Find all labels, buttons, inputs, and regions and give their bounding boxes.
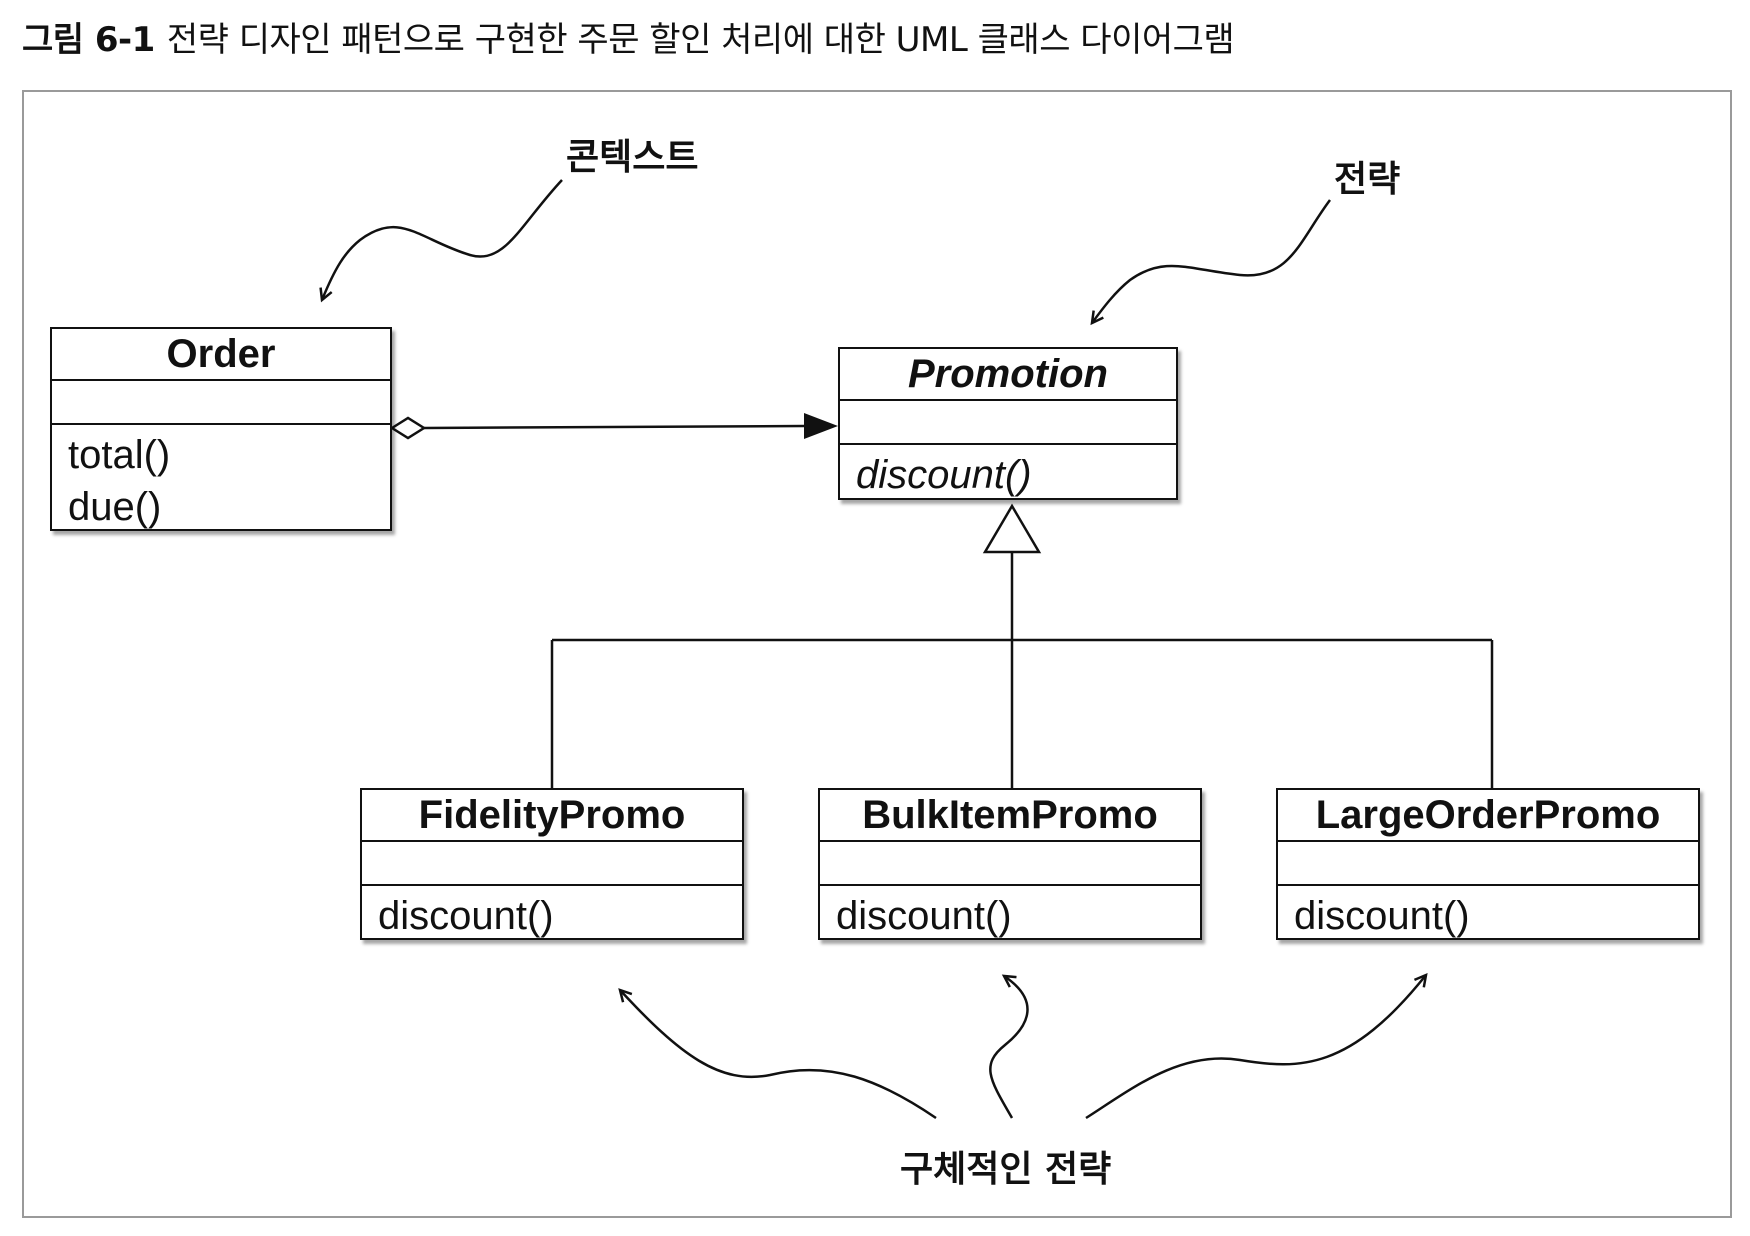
class-name: Promotion — [840, 349, 1176, 401]
class-fidelity-promo: FidelityPromo discount() — [360, 788, 744, 940]
class-operations: total() due() — [52, 425, 390, 537]
class-name: Order — [52, 329, 390, 381]
class-name: LargeOrderPromo — [1278, 790, 1698, 842]
class-order: Order total() due() — [50, 327, 392, 531]
context-pointer-curve — [319, 179, 563, 303]
class-operations: discount() — [362, 886, 742, 946]
concrete-pointer-large — [1085, 972, 1428, 1120]
context-annotation: 콘텍스트 — [566, 137, 699, 178]
generalization-triangle — [982, 503, 1042, 554]
strategy-annotation: 전략 — [1334, 159, 1401, 200]
class-promotion: Promotion discount() — [838, 347, 1178, 500]
association-line — [423, 424, 805, 430]
class-name: FidelityPromo — [362, 790, 742, 842]
concrete-pointer-fidelity — [618, 988, 937, 1120]
class-operations: discount() — [1278, 886, 1698, 946]
figure-title: 전략 디자인 패턴으로 구현한 주문 할인 처리에 대한 UML 클래스 다이어… — [166, 20, 1235, 60]
operation: total() — [68, 433, 171, 477]
strategy-pointer-curve — [1090, 199, 1332, 326]
association-arrowhead — [804, 413, 838, 439]
figure-number: 그림 6-1 — [22, 20, 155, 60]
class-operations: discount() — [820, 886, 1200, 946]
class-attributes — [840, 401, 1176, 445]
operation: discount() — [1294, 894, 1470, 938]
class-attributes — [820, 842, 1200, 886]
figure-caption: 그림 6-1 전략 디자인 패턴으로 구현한 주문 할인 처리에 대한 UML 클… — [22, 12, 1235, 61]
concrete-strategies-annotation: 구체적인 전략 — [900, 1149, 1112, 1190]
class-bulk-item-promo: BulkItemPromo discount() — [818, 788, 1202, 940]
class-large-order-promo: LargeOrderPromo discount() — [1276, 788, 1700, 940]
aggregation-diamond — [389, 416, 427, 440]
class-attributes — [362, 842, 742, 886]
concrete-pointer-bulk — [989, 974, 1029, 1119]
operation: discount() — [856, 453, 1032, 497]
operation: discount() — [378, 894, 554, 938]
operation: discount() — [836, 894, 1012, 938]
class-name: BulkItemPromo — [820, 790, 1200, 842]
class-attributes — [1278, 842, 1698, 886]
class-operations: discount() — [840, 445, 1176, 505]
diagram-frame — [22, 90, 1732, 1218]
operation: due() — [68, 485, 162, 529]
class-attributes — [52, 381, 390, 425]
